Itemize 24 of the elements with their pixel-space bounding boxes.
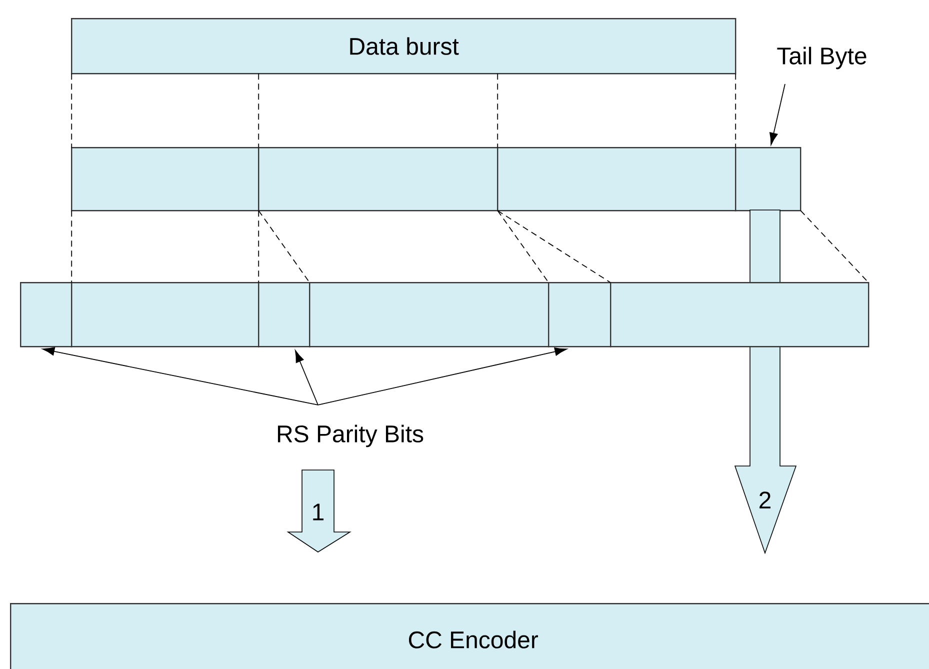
callout-text: Tail Byte (777, 46, 866, 70)
segment-box (548, 282, 612, 348)
dashed-line (497, 210, 612, 284)
leader-line (770, 84, 786, 145)
segment-box (20, 282, 72, 348)
callout-text: RS Parity Bits (278, 424, 424, 448)
segment-box (71, 147, 260, 212)
leader-line (42, 347, 318, 406)
dashed-line (71, 210, 72, 284)
segment-box (258, 282, 310, 348)
dashed-line (800, 210, 870, 284)
label-box: Data burst (71, 18, 736, 74)
dashed-line (71, 73, 72, 148)
segment-box (735, 147, 802, 212)
segment-box (258, 147, 498, 212)
dashed-line (497, 210, 550, 284)
dashed-line (258, 210, 310, 284)
dashed-line (258, 210, 260, 284)
dashed-line (735, 73, 736, 148)
dashed-line (497, 73, 498, 148)
leader-line (318, 347, 567, 406)
label-box: CC Encoder (10, 603, 929, 669)
leader-line (294, 350, 318, 406)
dashed-line (258, 73, 260, 148)
